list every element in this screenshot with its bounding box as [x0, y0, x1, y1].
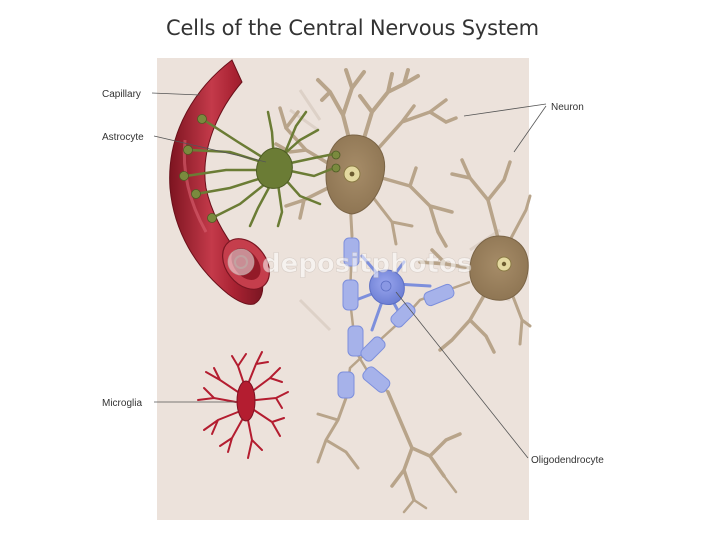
neuron-upper	[274, 68, 458, 248]
watermark: depositphotos	[227, 248, 473, 279]
astrocyte	[179, 110, 341, 228]
microglia-soma	[236, 380, 256, 422]
astrocyte-soma	[256, 147, 293, 189]
microglia	[197, 351, 289, 459]
label-microglia: Microglia	[102, 398, 142, 409]
leader-lines	[151, 92, 547, 459]
astrocyte-endfeet	[179, 114, 341, 223]
label-oligodendrocyte: Oligodendrocyte	[531, 455, 604, 466]
capillary-vessel	[169, 59, 264, 305]
label-neuron: Neuron	[551, 102, 584, 113]
oligodendrocyte	[337, 235, 471, 399]
axon-terminal-branches	[316, 390, 462, 514]
diagram-title: Cells of the Central Nervous System	[166, 16, 539, 40]
watermark-text: depositphotos	[262, 249, 472, 279]
myelin-sheaths	[337, 237, 455, 399]
label-astrocyte: Astrocyte	[102, 132, 144, 143]
label-capillary: Capillary	[102, 89, 141, 100]
neuron-right	[418, 158, 532, 354]
